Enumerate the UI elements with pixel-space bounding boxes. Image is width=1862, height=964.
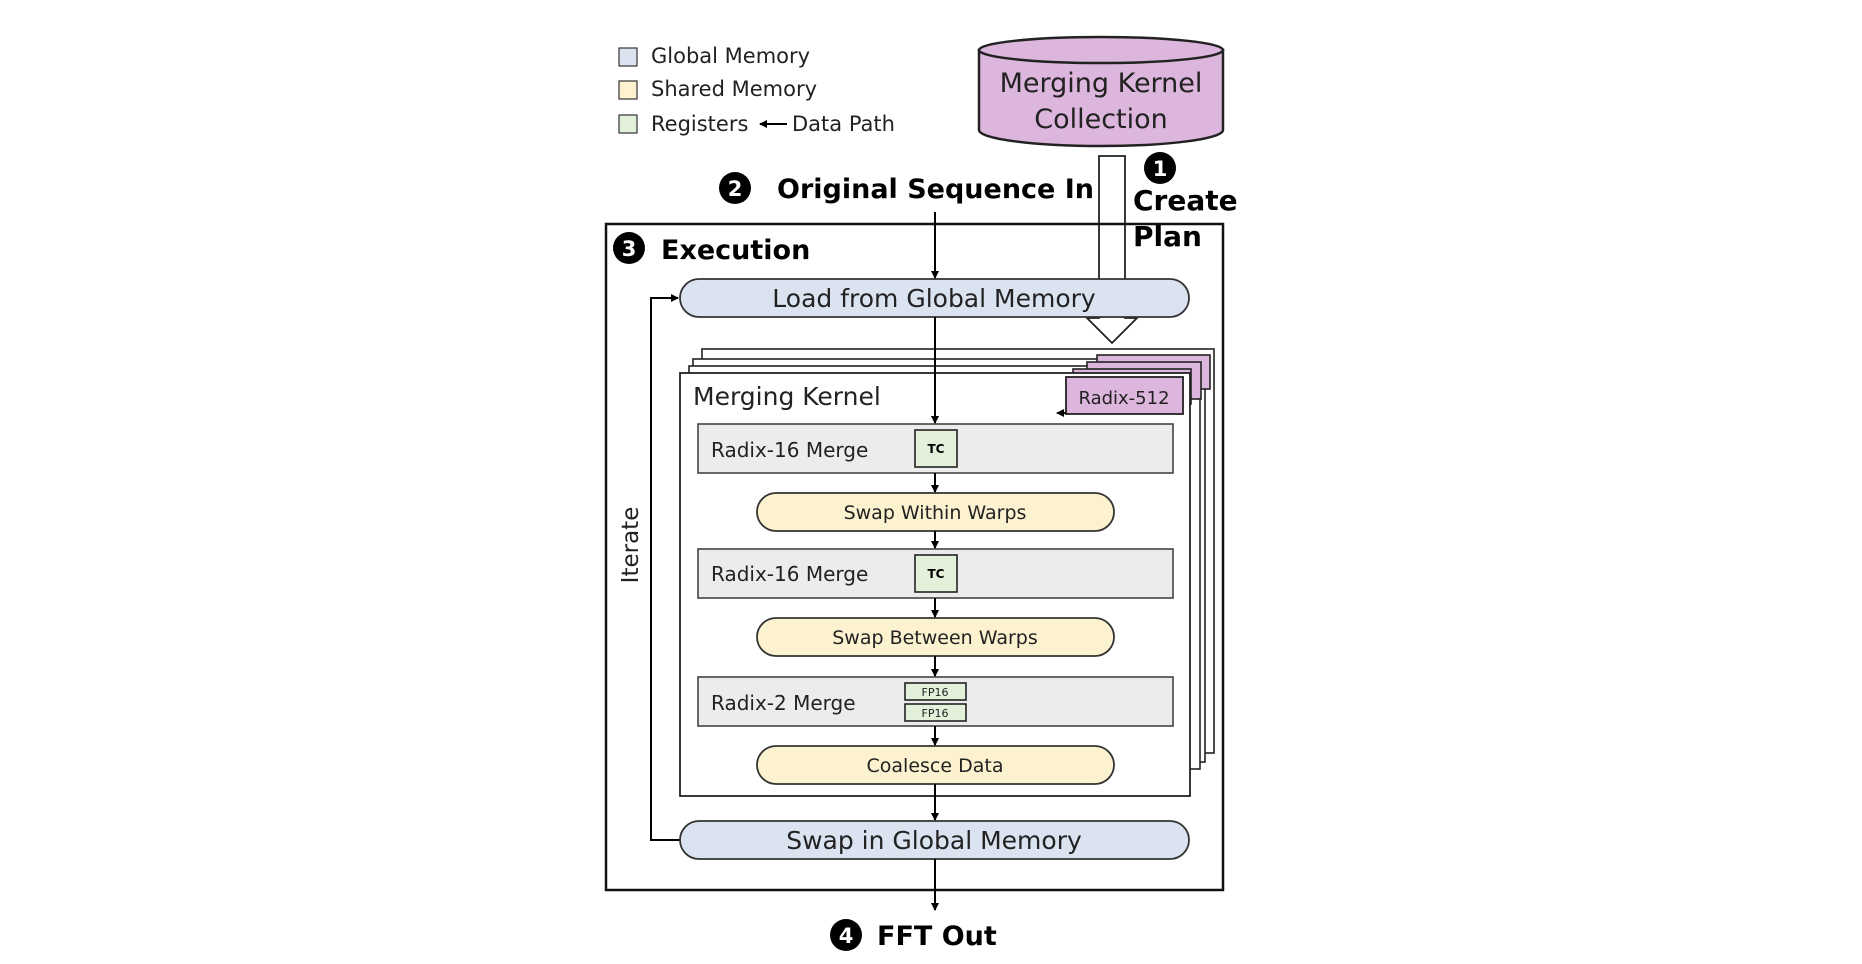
legend: Global Memory Shared Memory Registers Da…: [618, 44, 895, 136]
fp16-chip-a-label: FP16: [922, 686, 949, 699]
step-fft-out: 4 FFT Out: [830, 919, 997, 952]
load-global-memory-label: Load from Global Memory: [772, 284, 1096, 313]
legend-shared-memory-swatch: [618, 80, 638, 100]
merging-kernel-stack: Merging Kernel Radix-512 Radix-16 Merge …: [679, 348, 1215, 797]
merging-kernel-collection: Merging Kernel Collection: [977, 35, 1225, 148]
step-3-badge: [613, 232, 645, 264]
legend-registers-swatch: [618, 114, 638, 134]
radix16-merge-2-label: Radix-16 Merge: [711, 562, 868, 586]
swap-between-warps-label: Swap Between Warps: [832, 627, 1038, 649]
legend-global-memory-swatch: [618, 47, 638, 67]
tensor-core-chip-1: [914, 429, 958, 468]
radix2-merge-label: Radix-2 Merge: [711, 691, 856, 715]
radix-512-tag: [1065, 376, 1184, 415]
swap-global-memory-label: Swap in Global Memory: [786, 826, 1082, 855]
coalesce-data-label: Coalesce Data: [867, 755, 1004, 777]
fp16-chip-a: [904, 682, 967, 701]
collection-cylinder-top: [977, 35, 1225, 65]
step-3-number: 3: [622, 237, 637, 261]
step-execution: 3 Execution: [613, 232, 810, 266]
execution-frame: [604, 222, 1225, 892]
execution-label: Execution: [661, 235, 810, 266]
create-plan-line1: Create: [1133, 184, 1238, 217]
step-original-sequence: 2 Original Sequence In: [719, 172, 1094, 205]
collection-label-line1: Merging Kernel: [1000, 68, 1203, 99]
tensor-core-chip-1-label: TC: [928, 442, 945, 456]
swap-within-warps-label: Swap Within Warps: [844, 502, 1027, 524]
collection-cylinder-body: [977, 48, 1225, 148]
legend-data-path-label: Data Path: [792, 112, 895, 136]
collection-label-line2: Collection: [1034, 104, 1168, 135]
step-create-plan: 1 Create Plan: [1133, 152, 1238, 253]
legend-registers-label: Registers: [651, 112, 748, 136]
tensor-core-chip-2: [914, 554, 958, 593]
radix16-merge-1-label: Radix-16 Merge: [711, 438, 868, 462]
radix-512-label: Radix-512: [1078, 388, 1169, 409]
legend-global-memory-label: Global Memory: [651, 44, 810, 68]
step-4-badge: [830, 919, 862, 951]
step-2-badge: [719, 172, 751, 204]
legend-shared-memory-label: Shared Memory: [651, 77, 817, 101]
iterate-loop-path: [650, 294, 681, 841]
create-plan-line2: Plan: [1133, 220, 1202, 253]
fp16-chip-b-label: FP16: [922, 707, 949, 720]
step-2-number: 2: [728, 177, 743, 201]
step-1-number: 1: [1153, 157, 1168, 181]
fp16-chip-b: [904, 703, 967, 722]
iterate-label: Iterate: [618, 507, 644, 584]
fft-out-label: FFT Out: [877, 921, 997, 952]
merging-kernel-title: Merging Kernel: [693, 382, 881, 411]
step-4-number: 4: [839, 924, 854, 948]
step-1-badge: [1144, 152, 1176, 184]
original-sequence-label: Original Sequence In: [777, 174, 1094, 205]
tensor-core-chip-2-label: TC: [928, 567, 945, 581]
